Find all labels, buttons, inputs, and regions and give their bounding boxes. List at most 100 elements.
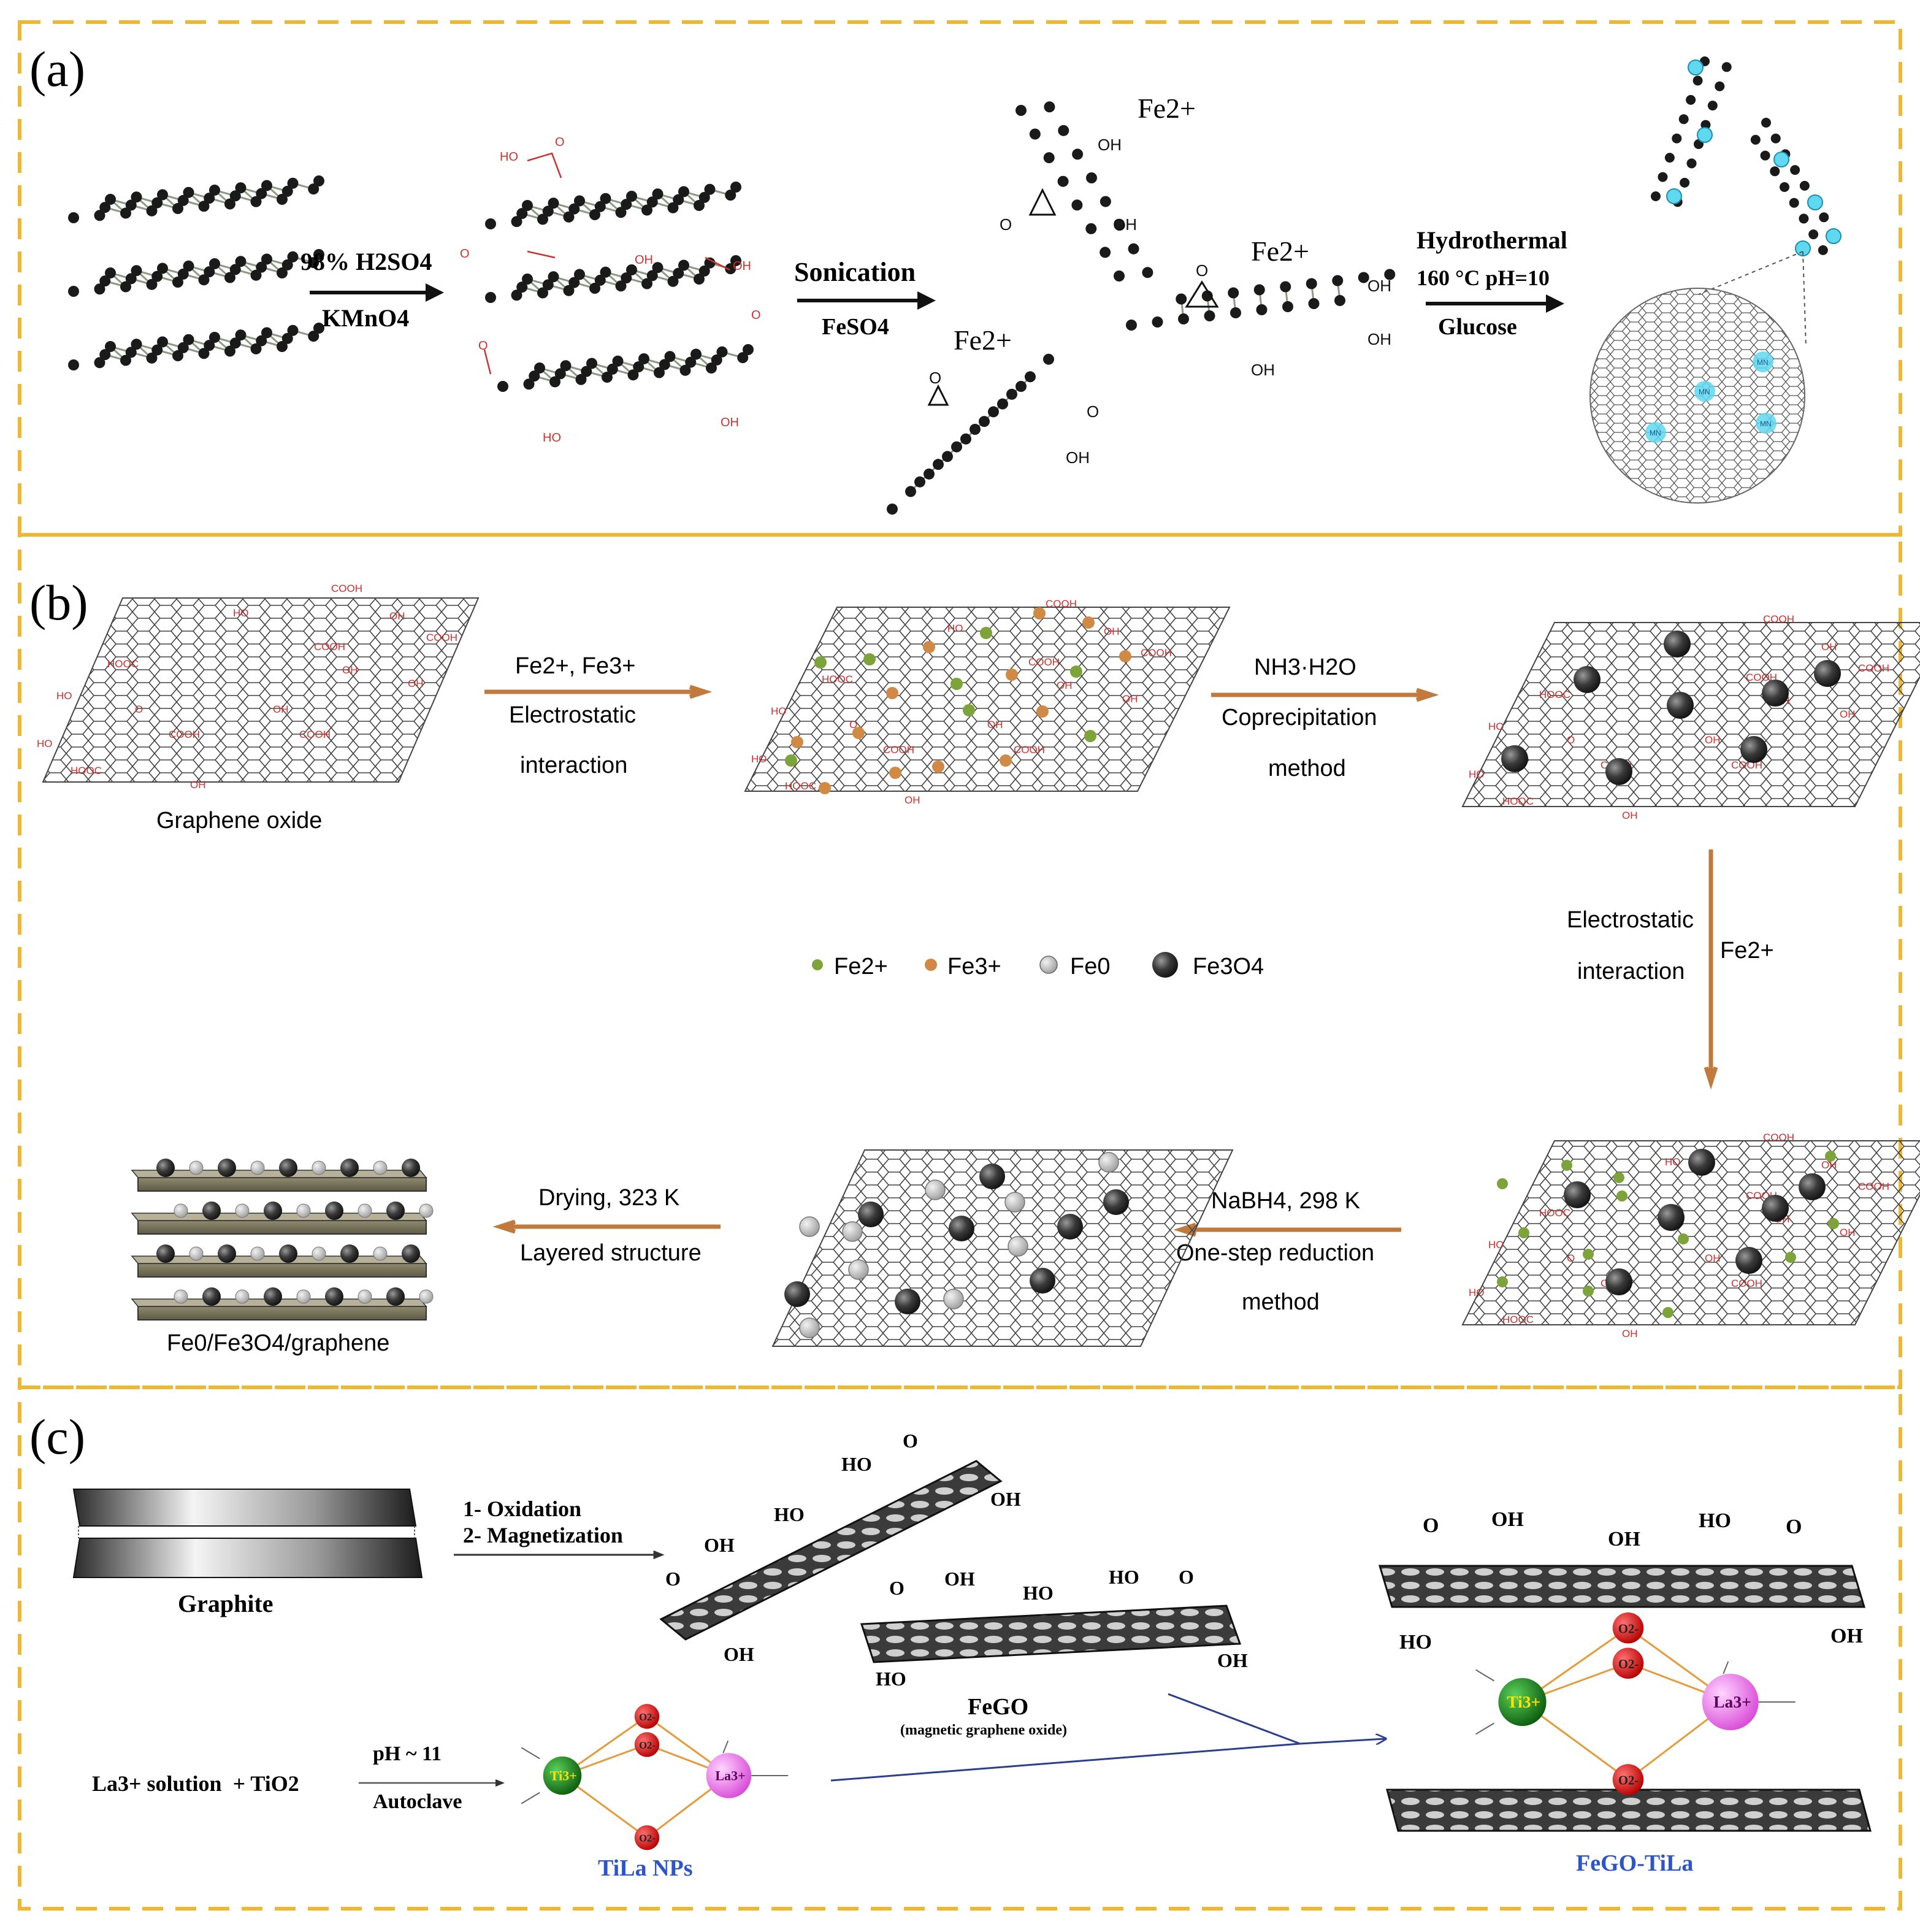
svg-text:COOH: COOH (1746, 672, 1777, 683)
svg-text:COOH: COOH (1763, 1132, 1794, 1143)
panel-a-border (18, 20, 1902, 537)
svg-text:HO: HO (1488, 721, 1504, 732)
svg-text:HOOC: HOOC (785, 780, 816, 792)
group-ho-7: HO (1399, 1631, 1432, 1654)
reagent-h2so4: 98% H2SO4 (300, 248, 432, 275)
fego-sheet-diagonal: HO OH O HO OH O OH (659, 1430, 1021, 1665)
svg-text:O2-: O2- (1618, 1774, 1639, 1788)
fe0-fe3o4-graphene-label: Fe0/Fe3O4/graphene (167, 1330, 389, 1356)
graphene-layer (68, 249, 324, 297)
c-step1-line1: 1- Oxidation (463, 1497, 581, 1521)
svg-text:HO: HO (1488, 1239, 1504, 1251)
c-step1-line2: 2- Magnetization (463, 1523, 623, 1547)
svg-text:OH: OH (1840, 708, 1856, 720)
graphene-layer (1651, 56, 1732, 207)
b-step5-line2: Layered structure (520, 1240, 702, 1266)
arrow-electrostatic-1: Fe2+, Fe3+ Electrostatic interaction (484, 653, 713, 778)
group-ho-3: HO (1023, 1582, 1054, 1604)
panel-b-label: (b) (29, 575, 88, 631)
fego-tila-composite: O OH OH HO O HO OH Ti3+La3+O2-O2-O2- (1378, 1508, 1872, 1832)
arrow-autoclave: pH ~ 11 Autoclave (359, 1742, 505, 1813)
svg-text:HO: HO (543, 431, 561, 445)
svg-text:COOH: COOH (314, 641, 345, 653)
arrow-sonication: Sonication FeSO4 (794, 257, 936, 340)
graphene-oxide-label: Graphene oxide (156, 808, 322, 834)
svg-text:HOOC: HOOC (71, 765, 102, 776)
arrow-electrostatic-2: Electrostatic interaction Fe2+ (1567, 849, 1774, 1090)
arrow-drying: Drying, 323 K Layered structure (492, 1185, 721, 1266)
b-step3-line1: Electrostatic (1567, 907, 1694, 933)
svg-text:HOOC: HOOC (1539, 689, 1570, 700)
svg-text:O: O (751, 309, 761, 322)
svg-text:HO: HO (233, 607, 249, 619)
svg-text:COOH: COOH (1028, 656, 1060, 668)
svg-text:COOH: COOH (1858, 662, 1889, 674)
svg-text:HO: HO (751, 753, 767, 765)
group-oh-4: OH (944, 1568, 975, 1590)
panel-b: (b) COOH HO OH COOH HOOC COOH OH OH HO OH COOH COOH… (29, 575, 1920, 1356)
tila-nanoparticle: Ti3+La3+O2-O2-O2- (521, 1704, 789, 1850)
graphene-layer (1015, 101, 1153, 282)
graphene-layer (485, 182, 741, 229)
reagent-glucose: Glucose (1438, 314, 1517, 340)
go-sheet-with-fe3o4: COOHHOOHCOOHHOOCCOOHOHOHHOOHCOOHCOOHHOHO… (1461, 613, 1920, 821)
svg-text:HOOC: HOOC (1539, 1207, 1570, 1219)
svg-text:HO: HO (947, 623, 963, 634)
group-o-6: O (1786, 1516, 1802, 1538)
b-step4-line3: method (1242, 1289, 1320, 1315)
arrow-reduction: NaBH4, 298 K One-step reduction method (1173, 1188, 1401, 1315)
legend-fe0-marker (1039, 956, 1058, 974)
svg-text:OH: OH (1104, 626, 1120, 637)
group-o-2: O (665, 1568, 681, 1590)
svg-text:OH: OH (1066, 448, 1090, 467)
svg-text:O: O (1087, 402, 1099, 421)
svg-text:COOH: COOH (1141, 647, 1172, 659)
graphene-layer (485, 255, 741, 303)
svg-text:Ti3+: Ti3+ (1507, 1692, 1540, 1711)
c-step2-line2: Autoclave (373, 1790, 462, 1813)
graphene-layer (1750, 118, 1838, 255)
group-oh-2: OH (704, 1534, 735, 1556)
svg-text:COOH: COOH (1046, 598, 1077, 610)
group-ho-2: HO (774, 1503, 805, 1525)
svg-text:HO: HO (37, 738, 53, 749)
b-step3-line2: interaction (1577, 959, 1685, 984)
svg-text:HO: HO (56, 690, 72, 702)
svg-text:COOH: COOH (1731, 1278, 1762, 1289)
panel-c-label: (c) (29, 1409, 85, 1465)
svg-text:OH: OH (635, 253, 653, 267)
svg-text:O2-: O2- (639, 1739, 656, 1751)
svg-text:O: O (929, 369, 941, 387)
panel-c-border (18, 1386, 1902, 1911)
svg-text:MN: MN (1757, 358, 1769, 367)
group-o-1: O (903, 1430, 918, 1452)
b-step2-line3: method (1268, 756, 1346, 781)
legend-fe0-label: Fe0 (1070, 954, 1110, 979)
svg-text:HO: HO (771, 705, 787, 717)
legend-fe3o4-marker (1152, 952, 1178, 978)
svg-text:OH: OH (1122, 693, 1138, 705)
svg-text:COOH: COOH (426, 632, 457, 643)
c-step2-line1: pH ~ 11 (373, 1742, 442, 1765)
svg-text:OH: OH (987, 719, 1003, 730)
svg-text:MN: MN (1699, 388, 1710, 396)
b-step3-ion: Fe2+ (1720, 938, 1774, 964)
b-step4-line1: NaBH4, 298 K (1211, 1188, 1360, 1214)
svg-text:OH: OH (1113, 215, 1137, 234)
panel-b-border (18, 533, 1902, 1389)
fego-sheet-flat: O OH HO HO O OH HO (860, 1566, 1248, 1690)
svg-text:COOH: COOH (331, 583, 362, 594)
svg-text:OH: OH (1098, 136, 1122, 154)
svg-text:HO: HO (1469, 769, 1485, 780)
svg-text:HOOC: HOOC (1502, 795, 1534, 807)
svg-text:OH: OH (1367, 277, 1391, 295)
graphite-label: Graphite (178, 1590, 273, 1617)
reduced-sheet-fe0-fe3o4 (771, 1149, 1234, 1347)
graphene-layer (887, 353, 1054, 515)
group-ho-1: HO (841, 1453, 872, 1475)
graphene-layer (1126, 269, 1396, 331)
fego-subtitle: (magnetic graphene oxide) (900, 1722, 1067, 1738)
fego-label: FeGO (968, 1694, 1028, 1720)
